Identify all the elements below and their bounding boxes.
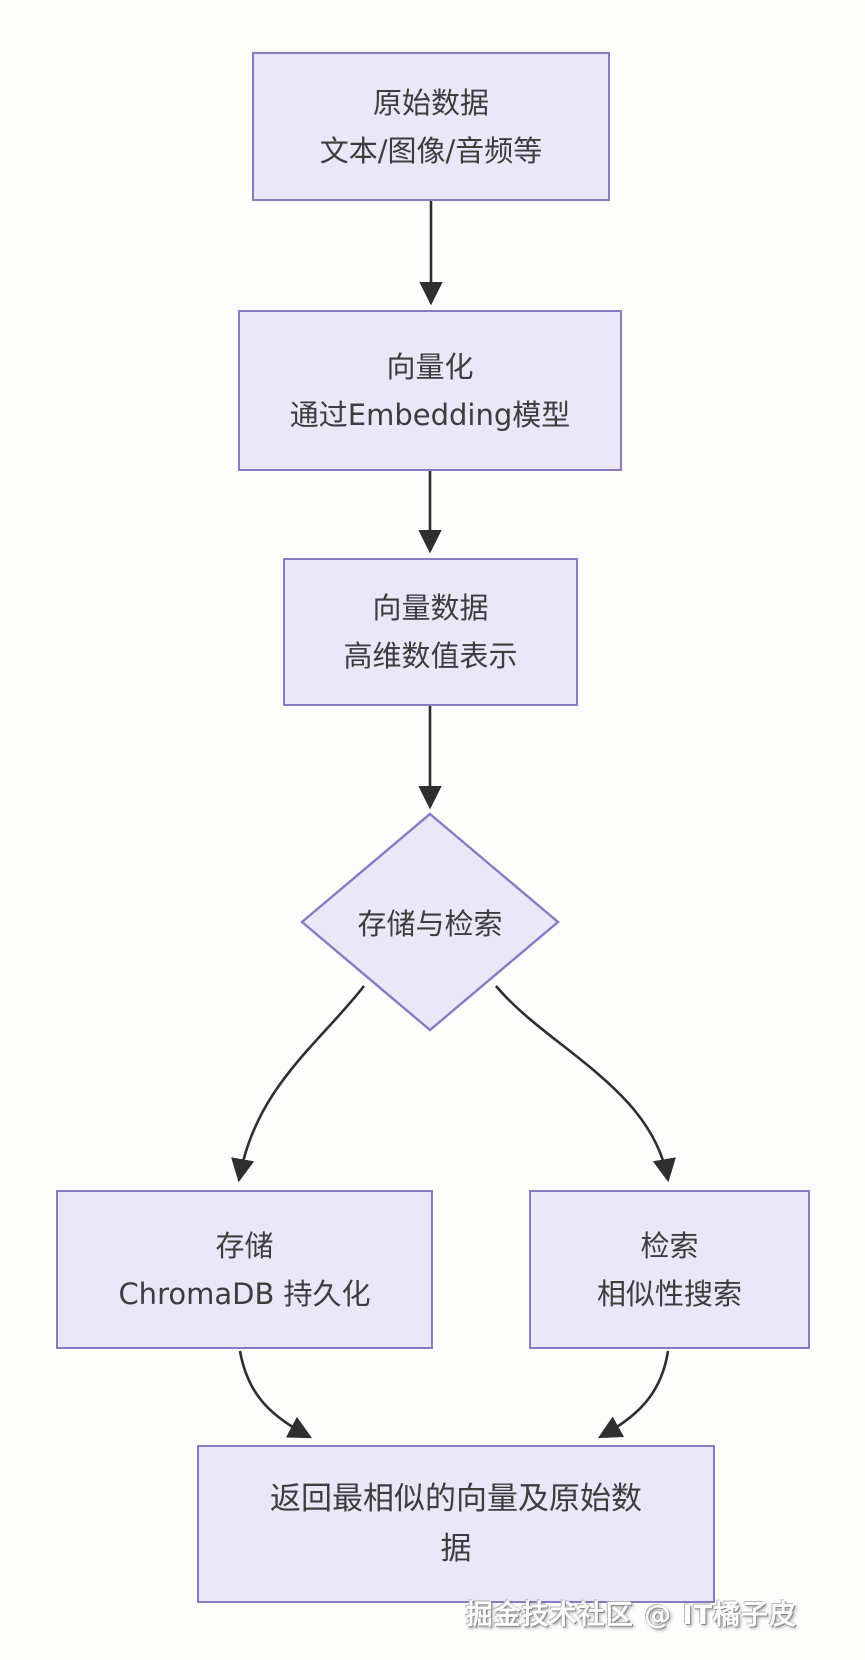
node-vectorize: 向量化 通过Embedding模型 (238, 310, 622, 471)
watermark-text: 掘金技术社区 @ IT橘子皮 (465, 1600, 797, 1631)
node-store-title: 存储 (215, 1228, 274, 1263)
node-retrieve: 检索 相似性搜索 (529, 1190, 810, 1349)
node-store: 存储 ChromaDB 持久化 (56, 1190, 433, 1349)
edge-retrieve-to-result (597, 1350, 670, 1439)
edge-store-to-result (238, 1350, 313, 1439)
edge-decision-to-store (231, 985, 366, 1183)
edge-decision-to-retrieve (495, 985, 676, 1183)
node-vector-data-subtitle: 高维数值表示 (343, 639, 518, 673)
node-result-label: 返回最相似的向量及原始数据 (270, 1481, 642, 1567)
node-vector-data-title: 向量数据 (372, 591, 489, 625)
node-result: 返回最相似的向量及原始数据 (197, 1445, 715, 1603)
node-raw-data-subtitle: 文本/图像/音频等 (319, 133, 543, 168)
node-raw-data-title: 原始数据 (372, 85, 489, 120)
node-retrieve-subtitle: 相似性搜索 (596, 1276, 742, 1311)
node-vectorize-subtitle: 通过Embedding模型 (289, 397, 571, 432)
node-store-subtitle: ChromaDB 持久化 (118, 1276, 371, 1311)
node-retrieve-title: 检索 (640, 1228, 699, 1263)
node-vector-data: 向量数据 高维数值表示 (283, 558, 578, 706)
node-vectorize-title: 向量化 (386, 349, 474, 384)
node-raw-data: 原始数据 文本/图像/音频等 (252, 52, 610, 201)
node-decision-label: 存储与检索 (357, 907, 503, 941)
decision-diamond-shape (300, 812, 560, 1032)
